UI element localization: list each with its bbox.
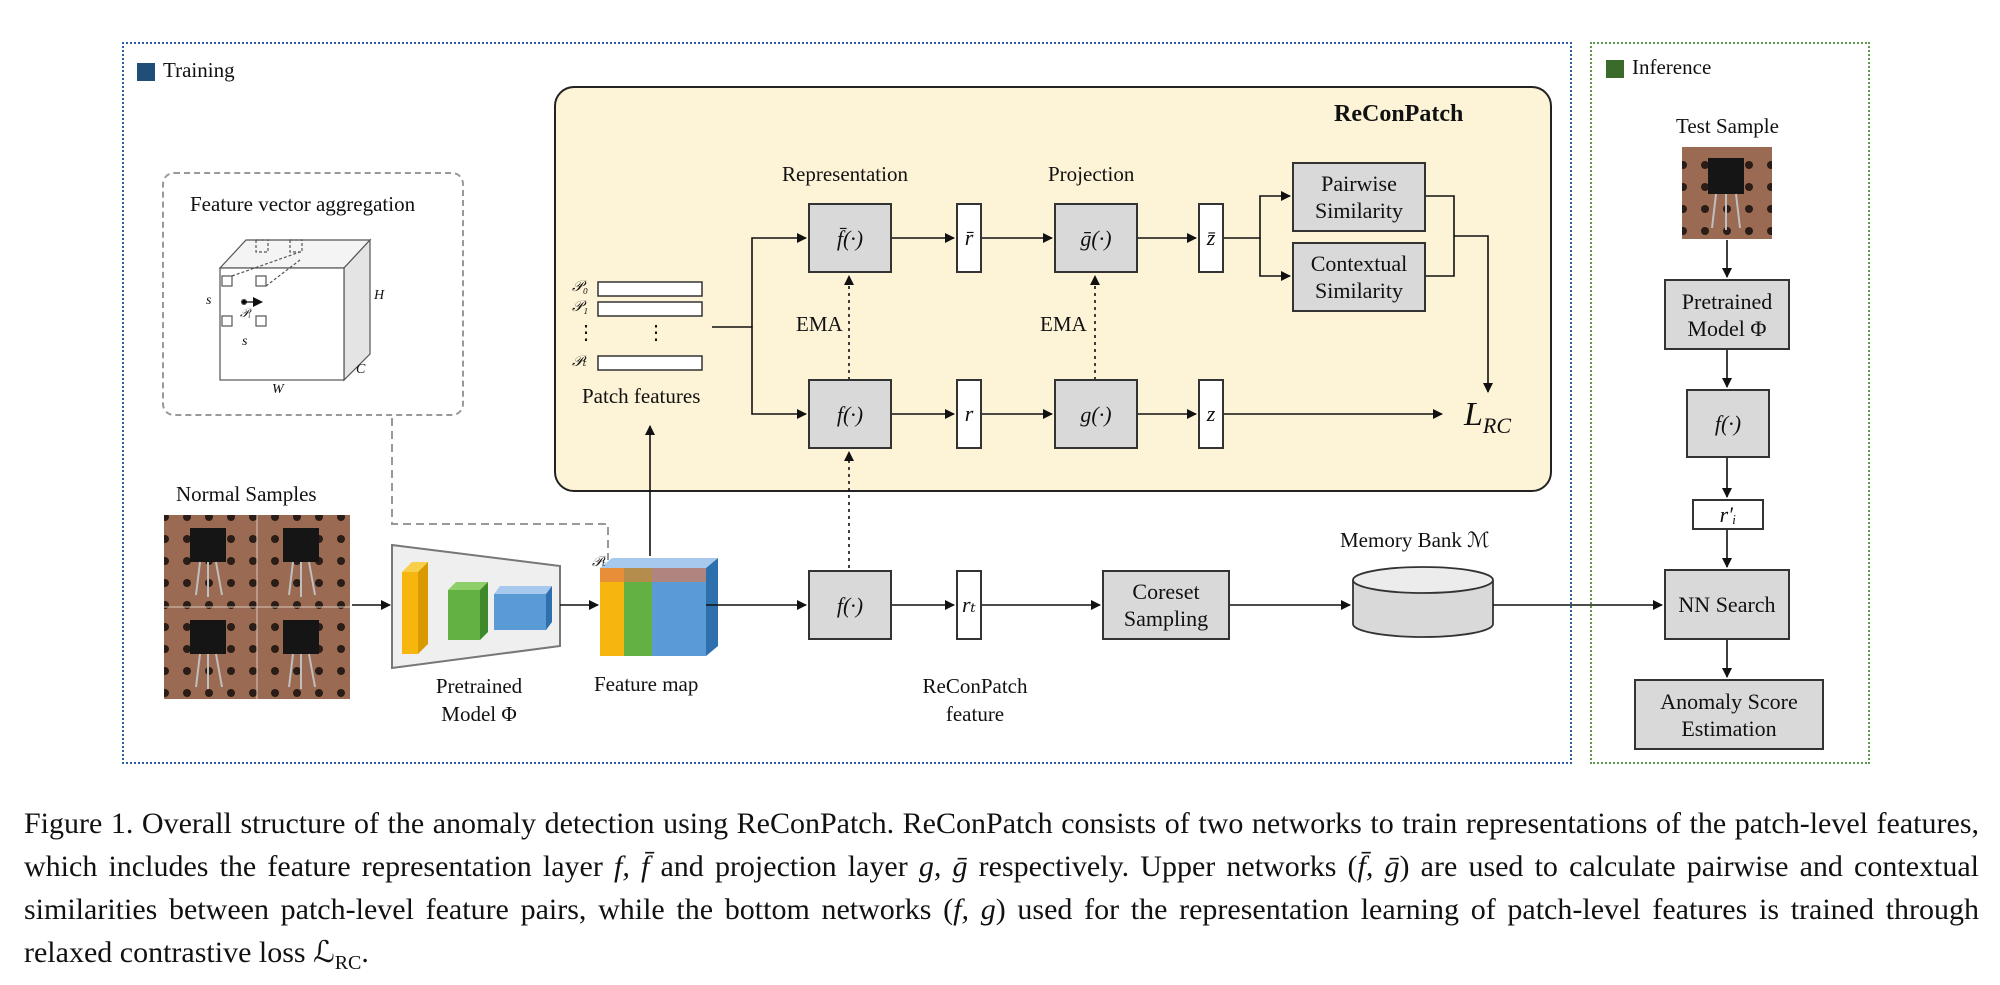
f-bottom-box: f(·) xyxy=(808,379,892,449)
patch-p0: 𝒫₀ xyxy=(572,279,589,295)
feature-map-patch-label: 𝒫ₜ xyxy=(592,555,606,570)
representation-label: Representation xyxy=(782,162,908,186)
caption-part-3: and projection layer xyxy=(649,850,919,883)
caption-math-g: g, ḡ xyxy=(918,850,968,883)
patch-features-label: Patch features xyxy=(582,384,701,408)
contextual-similarity-box: Contextual Similarity xyxy=(1292,242,1426,312)
pretrained-model-label: Pretrained Model Φ xyxy=(435,674,523,726)
aggregation-box xyxy=(162,172,464,416)
patch-dots-left: ⋮ xyxy=(576,322,596,344)
connectors xyxy=(352,191,1732,678)
feature-map-label: Feature map xyxy=(594,672,699,696)
training-legend-square xyxy=(137,63,155,81)
caption-math-upper: f̄, ḡ xyxy=(1357,850,1400,883)
ema-label-representation: EMA xyxy=(796,312,843,336)
caption-loss-sub: RC xyxy=(334,952,362,974)
patch-pt: 𝒫ₜ xyxy=(572,354,587,370)
nn-search-box: NN Search xyxy=(1664,569,1790,640)
inference-r-box: r′ᵢ xyxy=(1692,499,1764,530)
aggregation-title: Feature vector aggregation xyxy=(190,192,416,216)
caption-math-f: f, f̄ xyxy=(614,850,650,883)
test-sample-image xyxy=(1682,147,1772,239)
training-panel xyxy=(122,42,1572,764)
f-main-box: f(·) xyxy=(808,570,892,640)
loss-symbol: L xyxy=(1464,396,1483,433)
patch-dots-mid: ⋮ xyxy=(646,322,666,344)
agg-dim-c: C xyxy=(356,362,366,377)
feature-map-shape xyxy=(600,558,718,656)
agg-dim-w: W xyxy=(272,382,284,397)
agg-dim-s-left: s xyxy=(206,293,212,308)
agg-center-patch: 𝒫ᵢ xyxy=(240,306,251,320)
caption-loss-symbol: ℒ xyxy=(313,936,335,969)
aggregation-connector xyxy=(391,418,609,560)
ema-label-projection: EMA xyxy=(1040,312,1087,336)
pairwise-similarity-box: Pairwise Similarity xyxy=(1292,162,1426,232)
agg-dim-s-bottom: s xyxy=(242,334,248,349)
caption-part-5: respectively. Upper networks ( xyxy=(967,850,1358,883)
patch-feature-bars xyxy=(597,281,703,371)
patch-p1: 𝒫₁ xyxy=(572,299,589,315)
aggregation-cube xyxy=(218,238,372,382)
r-bottom-box: r xyxy=(956,379,982,449)
g-bottom-box: g(·) xyxy=(1054,379,1138,449)
inference-legend-label: Inference xyxy=(1632,55,1712,79)
reconpatch-title: ReConPatch xyxy=(1334,101,1464,127)
pretrained-model-shape xyxy=(391,543,561,670)
test-sample-label: Test Sample xyxy=(1676,114,1779,138)
normal-samples-label: Normal Samples xyxy=(176,482,317,506)
caption-math-bottom: f, g xyxy=(953,893,996,926)
loss-subscript: RC xyxy=(1482,412,1512,438)
inference-legend-square xyxy=(1606,60,1624,78)
projection-label: Projection xyxy=(1048,162,1135,186)
inference-pretrained-model-box: Pretrained Model Φ xyxy=(1664,279,1790,350)
g-bar-top-box: ḡ(·) xyxy=(1054,203,1138,273)
memory-bank-label: Memory Bank ℳ xyxy=(1340,528,1490,552)
loss-label: LRC xyxy=(1464,396,1511,439)
caption-part-9: ) used for the representation learning o… xyxy=(24,893,1980,969)
caption-part-1: Figure 1. Overall structure of the anoma… xyxy=(24,807,1979,883)
r-bar-box: r̄ xyxy=(956,203,982,273)
coreset-sampling-box: Coreset Sampling xyxy=(1102,570,1230,640)
anomaly-score-box: Anomaly Score Estimation xyxy=(1634,679,1824,750)
z-bottom-box: z xyxy=(1198,379,1224,449)
inference-f-box: f(·) xyxy=(1686,389,1770,458)
inference-panel xyxy=(1590,42,1870,764)
caption-end: . xyxy=(361,936,369,969)
ema-connectors xyxy=(844,275,1100,568)
caption-part-7: ) are used to calculate pairwise and con… xyxy=(24,850,1980,926)
r-t-box: rₜ xyxy=(956,570,982,640)
z-bar-box: z̄ xyxy=(1198,203,1224,273)
f-bar-top-box: f̄(·) xyxy=(808,203,892,273)
agg-dim-h: H xyxy=(374,288,385,303)
normal-samples-image xyxy=(164,515,350,699)
memory-bank-cylinder xyxy=(1352,566,1494,638)
reconpatch-feature-label: ReConPatch feature xyxy=(922,674,1028,726)
training-legend-label: Training xyxy=(163,58,235,82)
figure-caption: Figure 1. Overall structure of the anoma… xyxy=(24,802,1979,985)
